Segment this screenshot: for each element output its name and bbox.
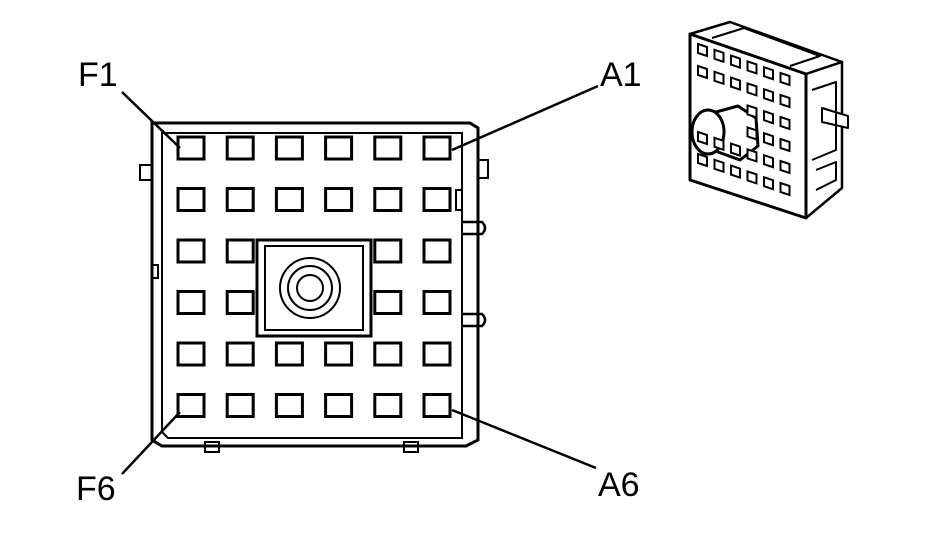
terminal-cavity <box>422 290 452 315</box>
terminal-cavity <box>373 135 403 161</box>
right-pin-stub-upper <box>462 220 487 236</box>
terminal-cavity <box>373 341 403 367</box>
terminal-cavity <box>225 341 255 367</box>
terminal-cavity <box>373 238 403 264</box>
iso-terminal-cavity <box>713 158 725 174</box>
iso-terminal-cavity <box>746 148 758 163</box>
iso-terminal-cavity <box>697 42 708 58</box>
iso-terminal-cavity <box>713 136 725 152</box>
iso-terminal-cavity <box>746 104 758 119</box>
iso-terminal-cavity <box>697 64 708 80</box>
pin-label-a1: A1 <box>600 56 642 94</box>
left-side-notch <box>152 264 159 279</box>
iso-terminal-cavity <box>730 164 741 179</box>
terminal-cavity <box>176 135 206 161</box>
terminal-cavity-grid <box>176 135 452 418</box>
right-latch-tab-top <box>478 159 489 179</box>
iso-terminal-cavity <box>779 181 791 197</box>
leader-line-f1 <box>121 91 181 149</box>
right-pin-stub-lower <box>462 312 487 328</box>
iso-terminal-cavity <box>779 71 791 87</box>
leader-lines <box>121 84 599 475</box>
iso-cavity-grid <box>697 42 791 197</box>
terminal-cavity <box>422 187 452 212</box>
center-boss-outer <box>255 238 373 338</box>
iso-terminal-cavity <box>763 109 774 125</box>
terminal-cavity <box>274 135 304 161</box>
iso-terminal-cavity <box>746 126 758 141</box>
terminal-cavity <box>422 341 452 367</box>
left-latch-tab <box>139 164 152 181</box>
terminal-cavity <box>225 135 255 161</box>
iso-terminal-cavity <box>763 131 774 147</box>
iso-terminal-cavity <box>713 70 725 86</box>
iso-terminal-cavity <box>763 87 774 103</box>
leader-line-a1 <box>451 84 599 152</box>
iso-terminal-cavity <box>697 152 708 168</box>
terminal-cavity <box>274 341 304 367</box>
center-boss-ring-middle <box>287 265 333 311</box>
terminal-cavity <box>324 135 354 161</box>
iso-terminal-cavity <box>697 130 708 146</box>
terminal-cavity <box>176 187 206 212</box>
leader-line-f6 <box>121 411 181 475</box>
terminal-cavity <box>274 393 304 418</box>
terminal-cavity <box>274 187 304 212</box>
leader-line-a6 <box>451 408 597 470</box>
iso-terminal-cavity <box>746 60 758 75</box>
pin-label-f6: F6 <box>76 470 116 508</box>
terminal-cavity <box>225 187 255 212</box>
iso-terminal-cavity <box>730 76 741 91</box>
center-boss-ring-outer <box>279 257 341 319</box>
iso-terminal-cavity <box>763 65 774 81</box>
iso-terminal-cavity <box>713 48 725 64</box>
iso-terminal-cavity <box>763 175 774 191</box>
connector-housing-rim <box>161 132 463 439</box>
iso-terminal-cavity <box>779 159 791 175</box>
iso-side-detail-lower <box>815 161 837 191</box>
terminal-cavity <box>324 187 354 212</box>
iso-top-rib <box>711 27 821 67</box>
iso-terminal-cavity <box>746 170 758 185</box>
iso-terminal-cavity <box>779 115 791 131</box>
pin-label-a6: A6 <box>598 466 640 504</box>
right-side-notch <box>455 189 462 211</box>
terminal-cavity <box>176 341 206 367</box>
terminal-cavity <box>422 135 452 161</box>
iso-terminal-cavity <box>763 153 774 169</box>
bottom-tab-right <box>403 441 419 453</box>
terminal-cavity <box>373 187 403 212</box>
iso-terminal-cavity <box>730 142 741 157</box>
pin-label-f1: F1 <box>78 56 118 94</box>
iso-side-detail-upper <box>811 81 837 161</box>
terminal-cavity <box>324 341 354 367</box>
bottom-tab-left <box>204 441 220 453</box>
terminal-cavity <box>176 238 206 264</box>
terminal-cavity <box>176 393 206 418</box>
terminal-cavity <box>373 290 403 315</box>
terminal-cavity <box>422 238 452 264</box>
terminal-cavity <box>176 290 206 315</box>
iso-terminal-cavity <box>779 93 791 109</box>
center-boss-inner <box>264 245 364 331</box>
iso-terminal-cavity <box>746 82 758 97</box>
terminal-cavity <box>225 393 255 418</box>
terminal-cavity <box>324 393 354 418</box>
terminal-cavity <box>225 238 255 264</box>
terminal-cavity <box>373 393 403 418</box>
center-boss-ring-inner <box>296 274 324 302</box>
iso-terminal-cavity <box>730 54 741 69</box>
iso-terminal-cavity <box>779 137 791 153</box>
terminal-cavity <box>422 393 452 418</box>
terminal-cavity <box>225 290 255 315</box>
